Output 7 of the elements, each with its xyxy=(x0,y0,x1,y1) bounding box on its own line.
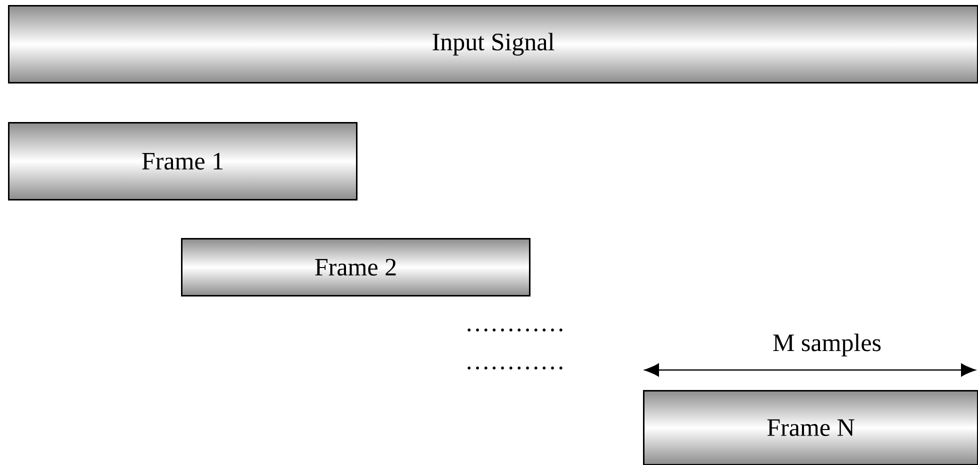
frame-box: Input Signal xyxy=(8,5,978,84)
dimension-label: M samples xyxy=(773,334,881,356)
frame-box: Frame 2 xyxy=(181,238,530,296)
frame-box: Frame 1 xyxy=(8,122,358,200)
ellipsis-dots: ………… xyxy=(468,366,562,370)
ellipsis-dots: ………… xyxy=(468,328,562,332)
frame-box: Frame N xyxy=(643,390,978,465)
